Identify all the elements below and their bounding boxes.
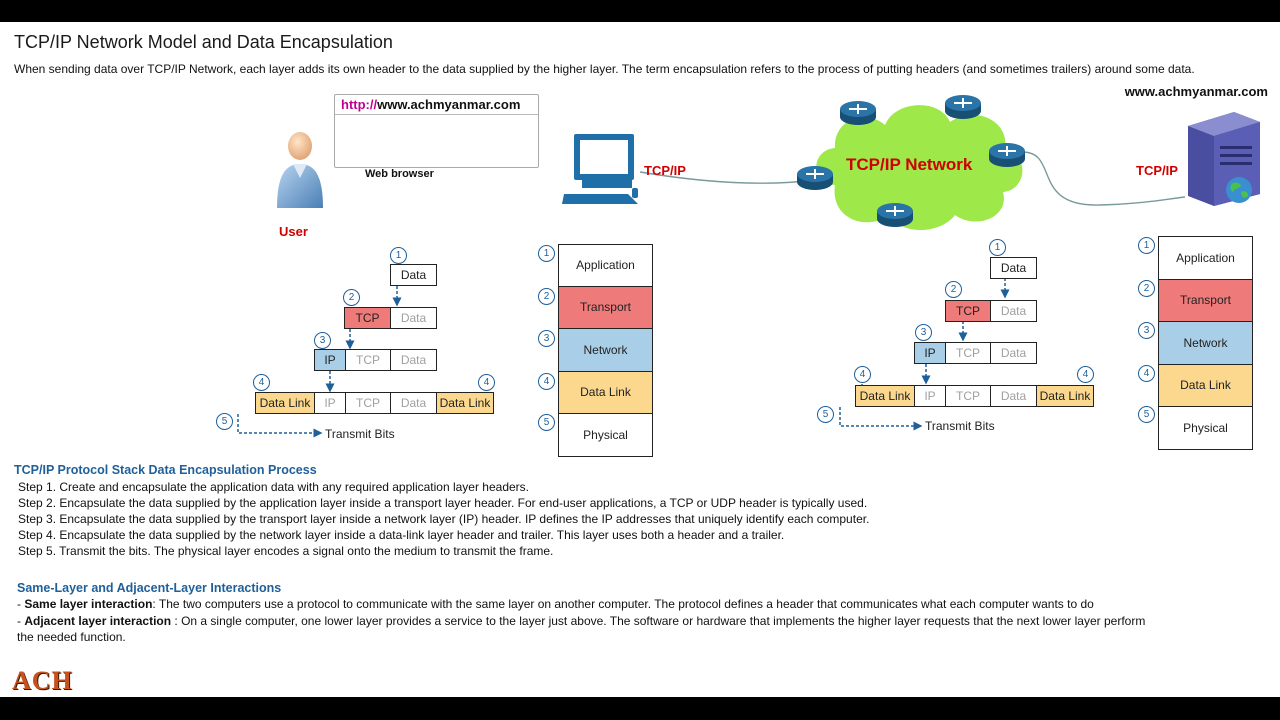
step-1-text: Step 1. Create and encapsulate the appli… (18, 480, 530, 494)
ip-header: IP (914, 385, 946, 407)
adjacent-layer-term: Adjacent layer interaction (24, 614, 172, 628)
ip-header: IP (914, 342, 946, 364)
web-browser-label: Web browser (365, 168, 434, 180)
tcp-header: TCP (345, 392, 391, 414)
step-number-4: 4 (1077, 366, 1094, 383)
data-link-header: Data Link (255, 392, 315, 414)
same-layer-text: : The two computers use a protocol to co… (152, 597, 1094, 611)
router-icon (945, 95, 981, 119)
ach-logo: ACH (12, 666, 73, 695)
data-block: Data (990, 300, 1037, 322)
ip-header: IP (314, 349, 346, 371)
client-tcpip-label: TCP/IP (644, 163, 686, 178)
step-5-text: Step 5. Transmit the bits. The physical … (18, 544, 554, 558)
step-number-4: 4 (253, 374, 270, 391)
data-block: Data (990, 385, 1037, 407)
router-icon (877, 203, 913, 227)
tcp-header: TCP (945, 385, 991, 407)
web-browser-window: http://www.achmyanmar.com (334, 94, 539, 168)
same-layer-paragraph: - Same layer interaction: The two comput… (17, 597, 1167, 611)
globe-icon (1226, 177, 1252, 203)
left-encap-arrows (237, 278, 1010, 438)
layer-number-5: 5 (538, 414, 555, 431)
page-title: TCP/IP Network Model and Data Encapsulat… (14, 32, 393, 52)
adjacent-layer-paragraph: - Adjacent layer interaction : On a sing… (17, 613, 1157, 645)
tcp-header: TCP (345, 349, 391, 371)
network-label: TCP/IP Network (846, 155, 973, 174)
step-number-5: 5 (216, 413, 233, 430)
slide: TCP/IP Network Model and Data Encapsulat… (0, 22, 1280, 697)
tcp-header: TCP (344, 307, 391, 329)
data-block: Data (390, 392, 437, 414)
address-bar: http://www.achmyanmar.com (335, 95, 538, 115)
intro-text: When sending data over TCP/IP Network, e… (14, 62, 1195, 76)
step-number-1: 1 (390, 247, 407, 264)
step-number-3: 3 (915, 324, 932, 341)
layer-number-5: 5 (1138, 406, 1155, 423)
layer-application: Application (558, 244, 653, 287)
step-3-text: Step 3. Encapsulate the data supplied by… (18, 512, 870, 526)
step-number-3: 3 (314, 332, 331, 349)
data-link-header: Data Link (855, 385, 915, 407)
data-link-trailer: Data Link (1036, 385, 1094, 407)
tcp-header: TCP (945, 342, 991, 364)
router-icon (840, 101, 876, 125)
step-number-5: 5 (817, 406, 834, 423)
layer-transport: Transport (558, 286, 653, 329)
network-cables (639, 151, 1186, 206)
bullet: - (17, 614, 25, 628)
data-block: Data (390, 349, 437, 371)
step-number-2: 2 (343, 289, 360, 306)
transmit-bits-label: Transmit Bits (325, 427, 395, 441)
layer-number-1: 1 (538, 245, 555, 262)
step-number-4: 4 (478, 374, 495, 391)
process-heading: TCP/IP Protocol Stack Data Encapsulation… (14, 463, 317, 477)
step-number-2: 2 (945, 281, 962, 298)
data-block: Data (390, 264, 437, 286)
cloud-icon (816, 105, 1023, 230)
layer-data-link: Data Link (1158, 364, 1253, 407)
layer-number-2: 2 (538, 288, 555, 305)
interactions-heading: Same-Layer and Adjacent-Layer Interactio… (17, 581, 282, 595)
data-link-trailer: Data Link (436, 392, 494, 414)
step-number-1: 1 (989, 239, 1006, 256)
same-layer-term: Same layer interaction (24, 597, 153, 611)
user-label: User (279, 224, 308, 239)
website-label: www.achmyanmar.com (1124, 84, 1268, 99)
user-icon (277, 132, 323, 208)
layer-data-link: Data Link (558, 371, 653, 414)
tcp-header: TCP (945, 300, 991, 322)
router-icon (797, 166, 833, 190)
url-text: www.achmyanmar.com (377, 97, 521, 112)
transmit-bits-label: Transmit Bits (925, 419, 995, 433)
data-block: Data (390, 307, 437, 329)
layer-network: Network (1158, 321, 1253, 365)
data-block: Data (990, 257, 1037, 279)
bullet: - (17, 597, 25, 611)
step-4-text: Step 4. Encapsulate the data supplied by… (18, 528, 785, 542)
layer-number-4: 4 (538, 373, 555, 390)
step-2-text: Step 2. Encapsulate the data supplied by… (18, 496, 868, 510)
layer-network: Network (558, 328, 653, 372)
step-number-4: 4 (854, 366, 871, 383)
url-protocol: http:// (341, 97, 378, 112)
layer-number-2: 2 (1138, 280, 1155, 297)
layer-number-1: 1 (1138, 237, 1155, 254)
layer-physical: Physical (1158, 406, 1253, 450)
layer-number-3: 3 (1138, 322, 1155, 339)
ip-header: IP (314, 392, 346, 414)
data-block: Data (990, 342, 1037, 364)
layer-application: Application (1158, 236, 1253, 280)
router-icon (989, 143, 1025, 167)
layer-transport: Transport (1158, 279, 1253, 322)
server-tcpip-label: TCP/IP (1136, 163, 1178, 178)
layer-number-3: 3 (538, 330, 555, 347)
layer-number-4: 4 (1138, 365, 1155, 382)
layer-physical: Physical (558, 413, 653, 457)
adjacent-layer-text: : On a single computer, one lower layer … (17, 614, 1146, 644)
desktop-computer-icon (562, 134, 638, 204)
